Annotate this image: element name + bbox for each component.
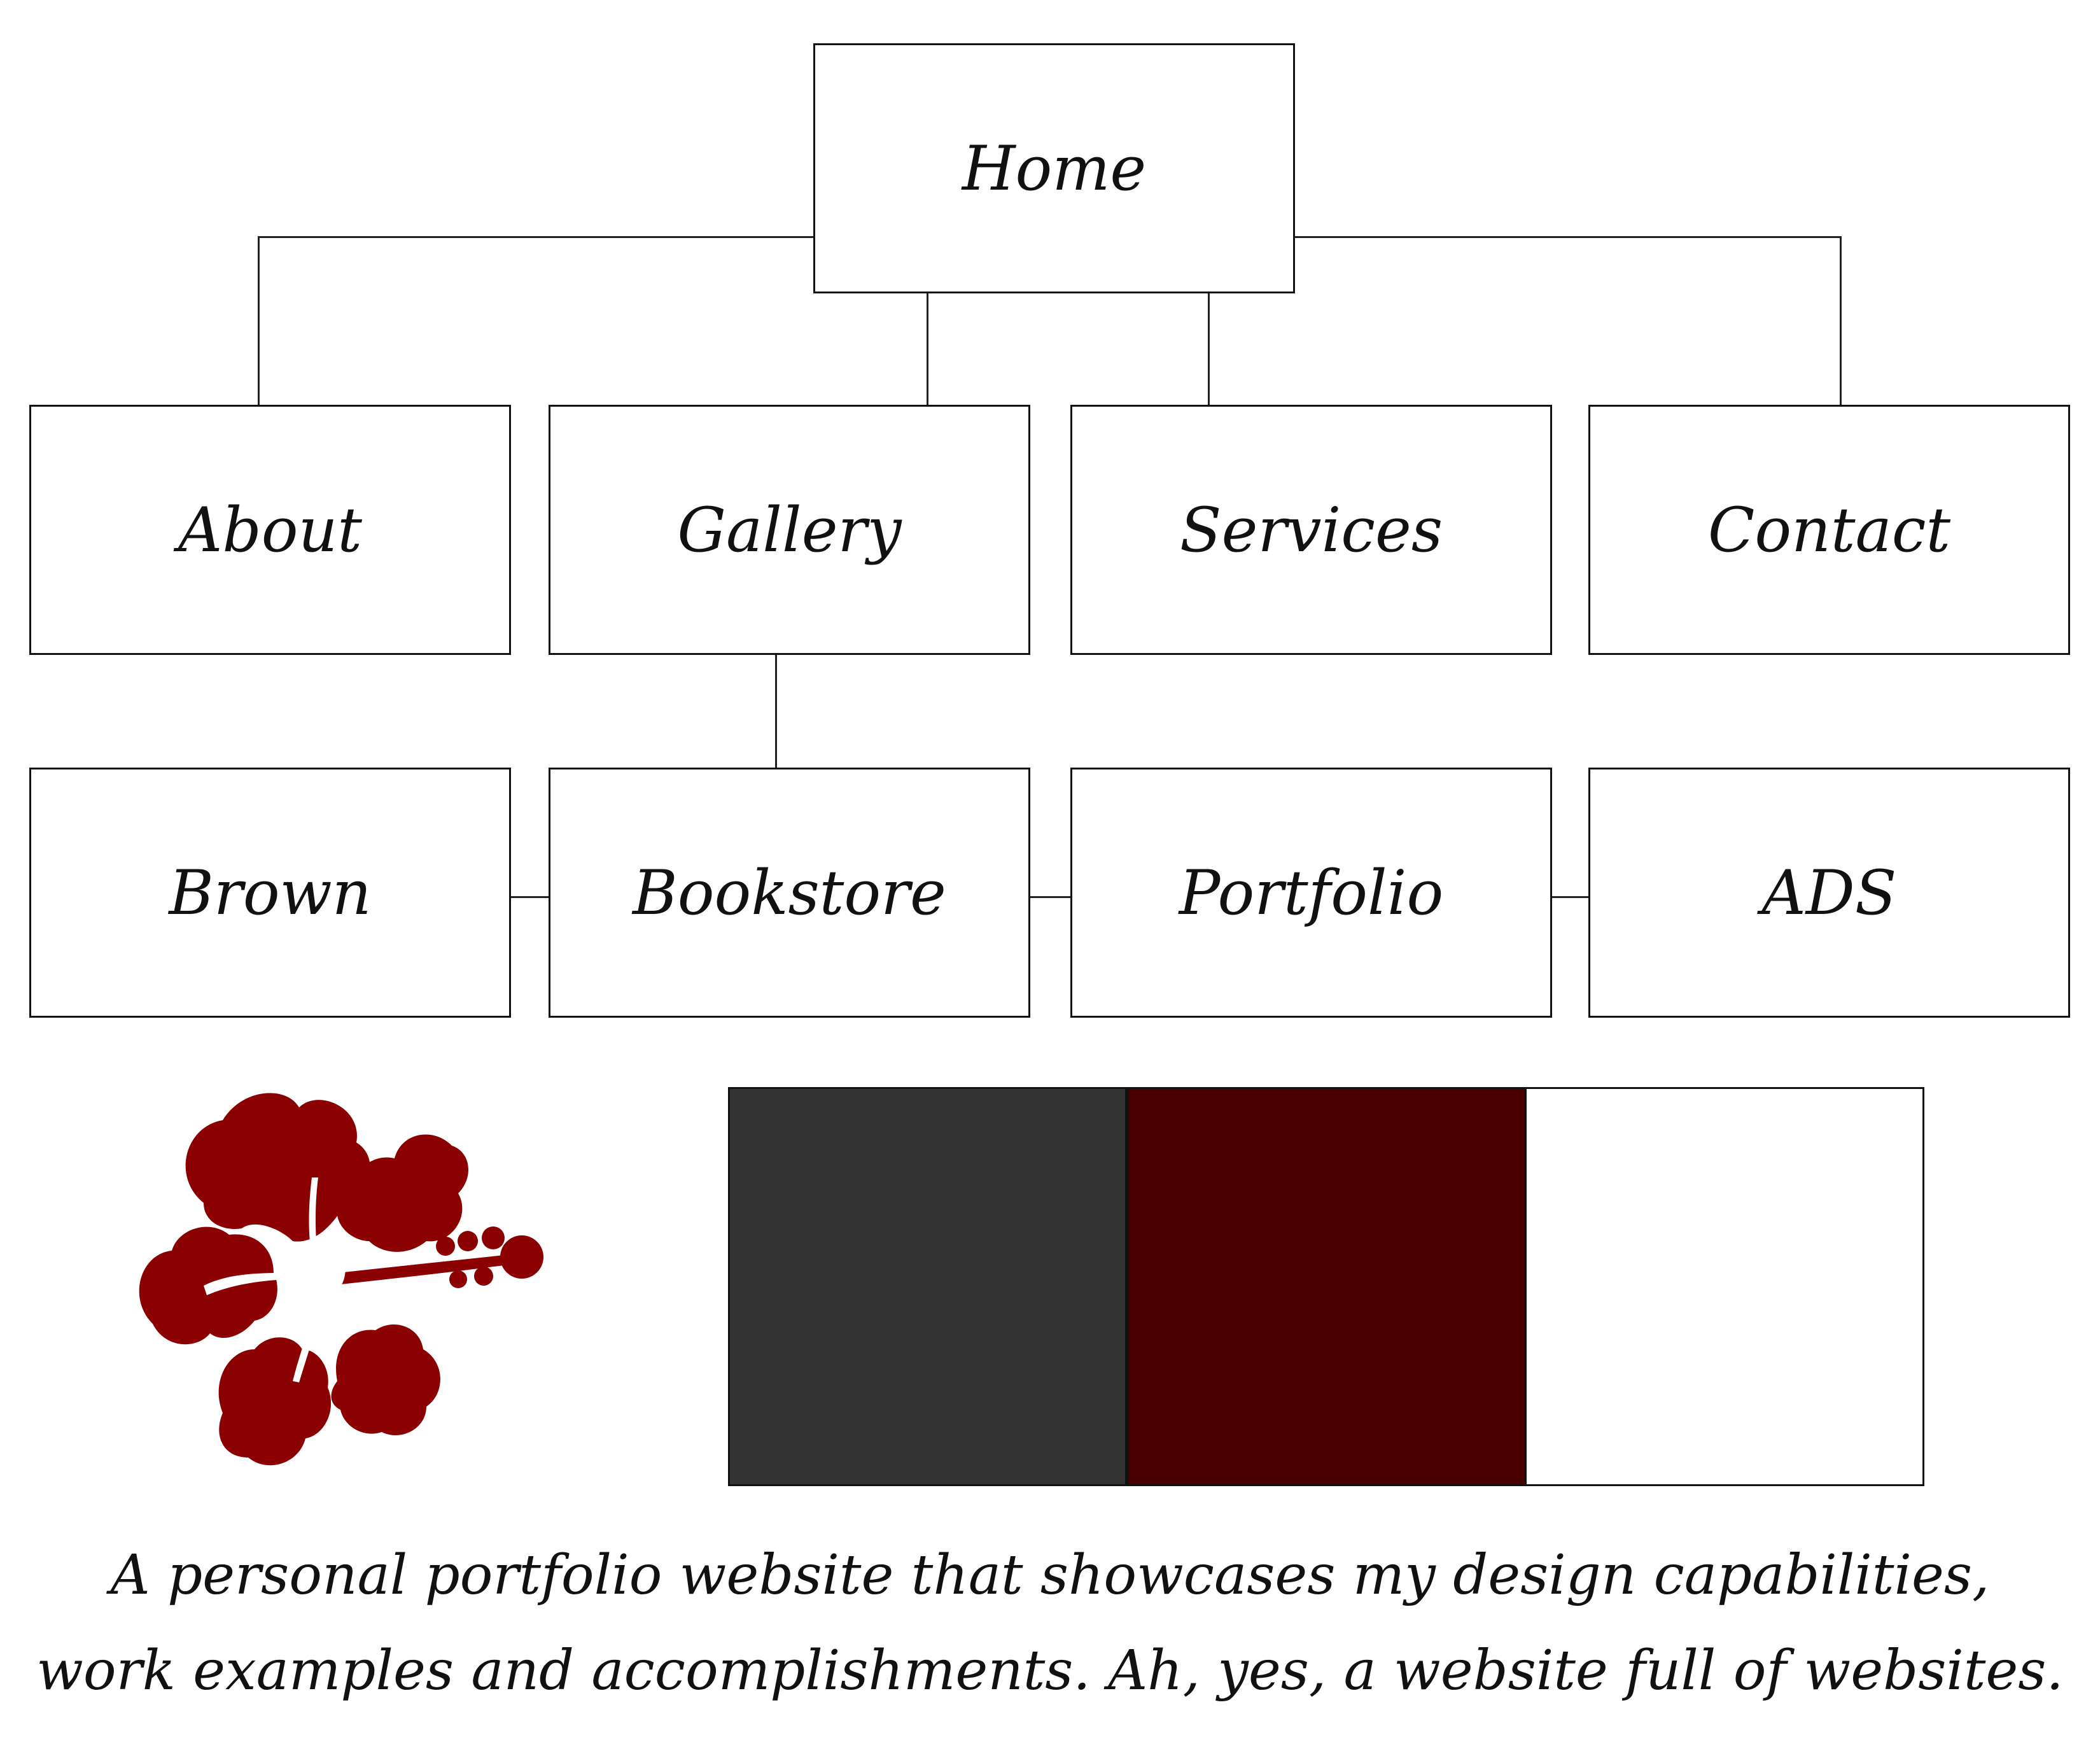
node-label: Gallery: [677, 494, 902, 566]
node-about: About: [29, 405, 511, 655]
connector-line: [258, 236, 260, 405]
node-bookstore: Bookstore: [549, 768, 1030, 1018]
node-label: Home: [962, 132, 1147, 204]
node-label: Portfolio: [1179, 857, 1444, 929]
node-label: Services: [1179, 494, 1443, 566]
connector-line: [1208, 293, 1210, 405]
node-ads: ADS: [1588, 768, 2070, 1018]
caption-line-1: A personal portfolio website that showca…: [110, 1543, 1990, 1607]
connector-line: [258, 236, 815, 238]
palette-swatch-white: [1525, 1087, 1924, 1486]
node-label: ADS: [1761, 857, 1897, 929]
node-label: Brown: [169, 857, 372, 929]
connector-line: [509, 896, 550, 898]
node-gallery: Gallery: [549, 405, 1030, 655]
node-home: Home: [813, 43, 1295, 293]
connector-line: [1550, 896, 1590, 898]
connector-line: [1028, 896, 1072, 898]
palette-swatch-dark-red: [1127, 1087, 1527, 1486]
node-label: Contact: [1707, 494, 1951, 566]
caption-line-2: work examples and accomplishments. Ah, y…: [36, 1639, 2064, 1703]
node-brown: Brown: [29, 768, 511, 1018]
hibiscus-flower-icon: [139, 1093, 543, 1466]
node-contact: Contact: [1588, 405, 2070, 655]
node-portfolio: Portfolio: [1070, 768, 1552, 1018]
node-label: Bookstore: [633, 857, 946, 929]
caption: A personal portfolio website that showca…: [0, 1528, 2100, 1718]
connector-line: [1293, 236, 1842, 238]
connector-line: [775, 654, 777, 768]
palette-swatch-dark-gray: [728, 1087, 1127, 1486]
connector-line: [927, 293, 928, 405]
connector-line: [1840, 236, 1842, 405]
node-label: About: [178, 494, 362, 566]
node-services: Services: [1070, 405, 1552, 655]
